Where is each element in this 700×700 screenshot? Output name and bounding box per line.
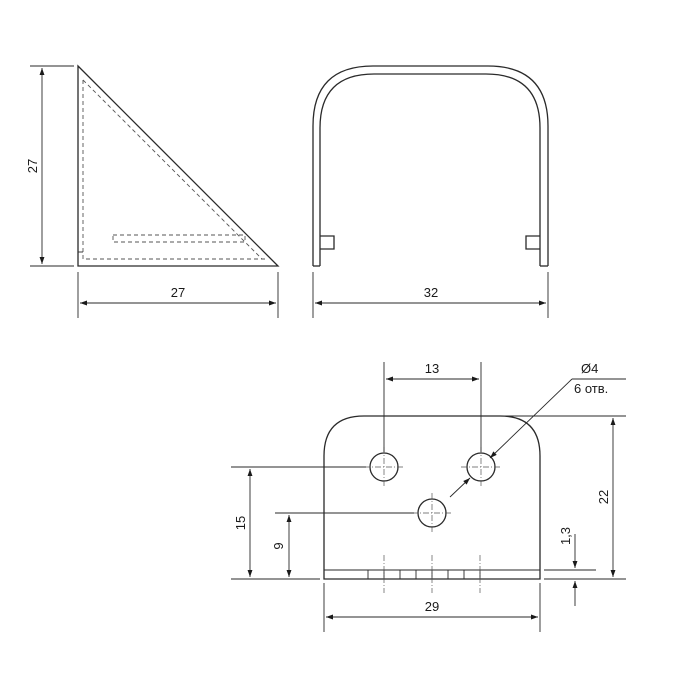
front-view-right-tab [525,235,540,250]
front-view-left-tab [320,235,335,250]
slot [399,569,417,580]
hole-count-label: 6 отв. [574,381,608,396]
side-view-inner-edge [82,80,268,260]
hole-spacing-label: 13 [425,361,439,376]
bottom-view-slots [367,569,481,580]
front-view-outer-outline [312,65,549,266]
lower-hole-height-label: 9 [271,542,286,549]
hole-upper-left [364,447,404,487]
side-view-width-label: 27 [171,285,185,300]
side-view-height-label: 27 [25,159,40,173]
hole-lower-center [412,493,452,533]
hole-leader-line [489,378,573,459]
width-label: 29 [425,599,439,614]
front-view-width-label: 32 [424,285,438,300]
front-view: 32 [312,65,549,318]
height-label: 22 [596,490,611,504]
slot [431,569,449,580]
side-view: 27 27 [25,64,280,318]
hole-row-height-label: 15 [233,516,248,530]
slot [463,569,481,580]
bottom-view: 13 Ø4 6 отв. 22 1,3 15 9 29 [231,361,626,632]
side-view-slot [112,234,246,243]
hole-upper-right [461,447,501,487]
side-view-outline [77,64,280,267]
hole-diameter-label: Ø4 [581,361,598,376]
front-view-inner-outline [319,73,541,266]
slot [367,569,385,580]
hole-leader-tail [449,477,471,498]
side-view-inner-diagonal [82,79,263,260]
thickness-label: 1,3 [558,527,573,545]
